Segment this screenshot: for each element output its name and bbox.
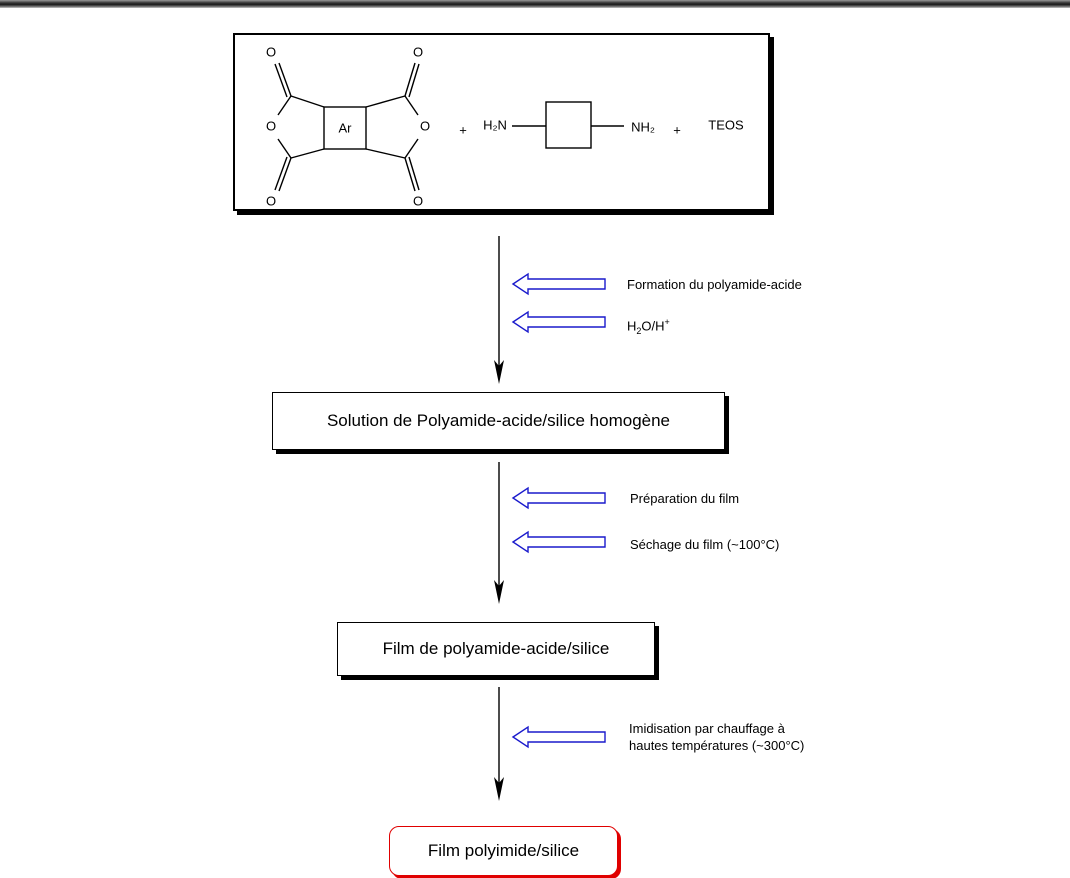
oxygen-ring-right: O [420,118,430,133]
label-h2o-h: H2O/H+ [627,317,670,336]
label-sechage: Séchage du film (~100°C) [630,537,780,552]
reactants-box: O O O O O O Ar + H₂N NH₂ + TEOS [233,33,770,211]
amine-right-label: NH₂ [631,119,655,134]
plus-sign-2: + [673,122,681,137]
hollow-arrow-formation [511,272,606,296]
label-preparation: Préparation du film [630,491,740,506]
hollow-arrow-preparation [511,486,606,510]
ar-label: Ar [339,120,353,135]
hollow-arrow-sechage [511,530,606,554]
reactants-structure: O O O O O O Ar + H₂N NH₂ + TEOS [266,44,744,208]
final-product-box: Film polyimide/silice [389,826,618,876]
hollow-arrow-h2o [511,310,606,334]
flow-arrowhead-2 [494,580,504,604]
label-formation: Formation du polyamide-acide [627,277,802,292]
plus-sign-1: + [459,122,467,137]
film-box: Film de polyamide-acide/silice [337,622,655,676]
diamine-ring [545,101,592,149]
hollow-arrow-imidisation [511,725,606,749]
flow-arrowhead-1 [494,360,504,384]
label-imidisation-1: Imidisation par chauffage à [629,721,785,736]
oxygen-top-right: O [413,44,423,59]
flow-arrowhead-3 [494,777,504,801]
solution-box: Solution de Polyamide-acide/silice homog… [272,392,725,450]
oxygen-bottom-right: O [413,193,423,208]
oxygen-ring-left: O [266,118,276,133]
top-decorative-rule [0,0,1070,8]
solution-box-label: Solution de Polyamide-acide/silice homog… [326,411,671,430]
oxygen-top-left: O [266,44,276,59]
final-product-label: Film polyimide/silice [427,841,580,860]
film-box-label: Film de polyamide-acide/silice [382,639,610,658]
label-imidisation-2: hautes températures (~300°C) [629,738,805,753]
oxygen-bottom-left: O [266,193,276,208]
amine-left-label: H₂N [483,117,507,132]
teos-label: TEOS [708,117,744,132]
ar-ring [323,106,367,150]
